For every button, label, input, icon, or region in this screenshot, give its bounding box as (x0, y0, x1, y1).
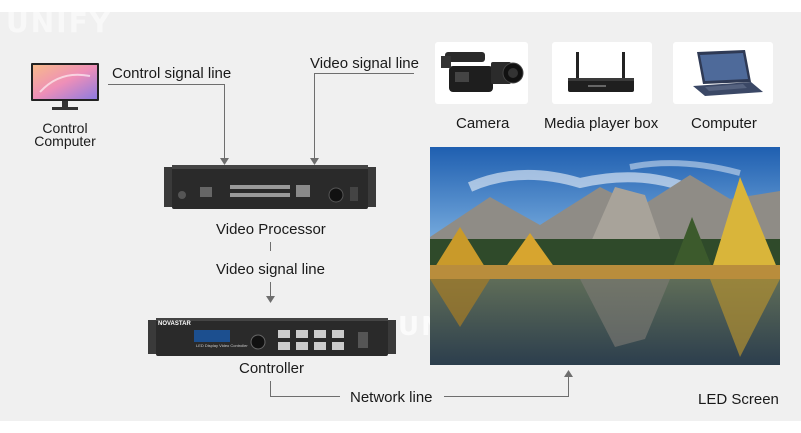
control-computer-monitor (30, 62, 100, 112)
camera-label: Camera (456, 115, 510, 132)
video-signal-mid-line-top (270, 242, 271, 251)
network-line-horizontal-left (270, 396, 340, 397)
control-signal-line-vertical (224, 84, 225, 162)
control-signal-line-label: Control signal line (112, 65, 232, 82)
media-player-box-label: Media player box (544, 115, 659, 132)
led-screen-display (430, 147, 780, 365)
laptop-image (673, 42, 773, 104)
control-computer-label-line2: Computer (34, 133, 96, 149)
controller-device (148, 318, 396, 358)
media-player-box-image (552, 42, 652, 104)
watermark-top: UNIFY (6, 6, 112, 39)
led-screen-label: LED Screen (698, 391, 779, 408)
video-processor-label: Video Processor (216, 221, 326, 238)
video-signal-line-mid-label: Video signal line (216, 261, 325, 278)
video-signal-mid-line-bottom (270, 282, 271, 298)
controller-brand-label: NOVASTAR (158, 321, 191, 327)
video-signal-mid-arrow-icon (266, 296, 275, 303)
controller-label: Controller (239, 360, 305, 377)
diagram-canvas: UNIFY Control Computer Control signal li… (0, 6, 801, 421)
computer-label: Computer (691, 115, 757, 132)
video-signal-line-top-vertical (314, 73, 315, 162)
video-signal-line-top-label: Video signal line (310, 55, 419, 72)
network-line-vertical-left (270, 381, 271, 396)
network-line-vertical-right (568, 376, 569, 397)
network-line-label: Network line (350, 389, 433, 406)
control-signal-line-horizontal (108, 84, 225, 85)
control-computer-label-line1: Control (42, 120, 88, 136)
video-signal-top-arrow-icon (310, 158, 319, 165)
controller-subtitle-label: LED Display Video Controller (196, 343, 248, 348)
network-line-horizontal-right (444, 396, 569, 397)
video-processor-device (164, 165, 376, 213)
video-signal-line-top-horizontal (314, 73, 414, 74)
camera-image (435, 42, 528, 104)
control-signal-arrow-icon (220, 158, 229, 165)
network-line-arrow-icon (564, 370, 573, 377)
